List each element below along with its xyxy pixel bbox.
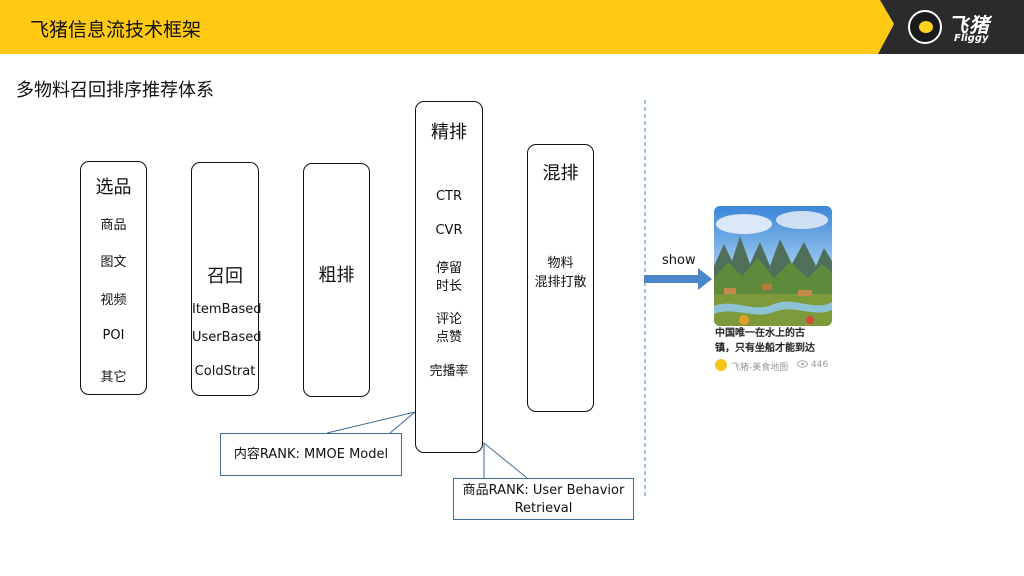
stage-item: 物料 — [547, 256, 574, 271]
logo-text-cn: 飞猪 — [948, 13, 990, 37]
stage-item: 时长 — [435, 279, 462, 294]
stage-title: 召回 — [207, 266, 243, 287]
feed-card-author: 飞猪-美食地图 — [731, 363, 789, 373]
stage-item: ColdStrat — [194, 364, 256, 379]
stage-fine: 精排 CTR CVR 停留 时长 评论 点赞 完播率 — [415, 101, 483, 453]
stage-recall: 召回 ItemBased UserBased ColdStrat — [191, 162, 262, 396]
stage-title: 混排 — [542, 163, 579, 184]
stage-item: 评论 — [435, 312, 462, 327]
eye-icon — [797, 360, 808, 368]
stage-item: 完播率 — [429, 364, 469, 379]
callout-content-rank: 内容RANK: MMOE Model — [220, 433, 402, 476]
logo-text-en: Fliggy — [954, 33, 989, 44]
stage-item: 停留 — [435, 261, 462, 276]
stage-item: 点赞 — [435, 330, 462, 345]
page-subtitle: 多物料召回排序推荐体系 — [16, 80, 214, 101]
stage-item: 其它 — [100, 370, 127, 385]
content-rank-pointer — [326, 411, 416, 434]
avatar — [715, 359, 727, 371]
stage-item: ItemBased — [192, 302, 262, 317]
item-rank-pointer — [483, 441, 528, 479]
callout-text: 商品RANK: User Behavior — [462, 483, 625, 498]
feed-card-image — [714, 206, 832, 326]
pig-icon — [908, 10, 942, 44]
stage-item: CVR — [435, 223, 463, 238]
callout-text: 内容RANK: MMOE Model — [233, 447, 389, 462]
header-title: 飞猪信息流技术框架 — [30, 19, 202, 41]
stage-coarse: 粗排 — [303, 163, 370, 397]
stage-selection: 选品 商品 图文 视频 POI 其它 — [80, 161, 147, 395]
stage-item: 混排打散 — [534, 275, 587, 290]
callout-item-rank: 商品RANK: User Behavior Retrieval — [453, 478, 634, 520]
feed-card-title-line: 中国唯一在水上的古 — [715, 328, 805, 339]
feed-card-title: 中国唯一在水上的古 镇，只有坐船才能到达 — [715, 326, 835, 356]
stage-mix: 混排 物料 混排打散 — [527, 144, 594, 412]
stage-item: UserBased — [192, 330, 262, 345]
stage-title: 粗排 — [318, 265, 355, 286]
stage-item: 商品 — [100, 218, 127, 233]
stage-title: 精排 — [431, 122, 467, 143]
landscape-image — [714, 206, 832, 326]
feed-card-title-line: 镇，只有坐船才能到达 — [715, 343, 815, 354]
stage-item: POI — [102, 328, 125, 343]
fliggy-logo: 飞猪 Fliggy — [908, 8, 1020, 48]
show-arrow — [644, 268, 712, 290]
stage-item: 图文 — [100, 255, 127, 270]
header-bar: 飞猪信息流技术框架 飞猪 Fliggy — [0, 0, 1024, 54]
show-label: show — [662, 253, 696, 268]
stage-item: 视频 — [100, 293, 127, 308]
stage-item: CTR — [435, 189, 463, 204]
callout-text: Retrieval — [514, 501, 573, 516]
feed-card-views: 446 — [811, 360, 829, 370]
stage-title: 选品 — [95, 177, 132, 198]
